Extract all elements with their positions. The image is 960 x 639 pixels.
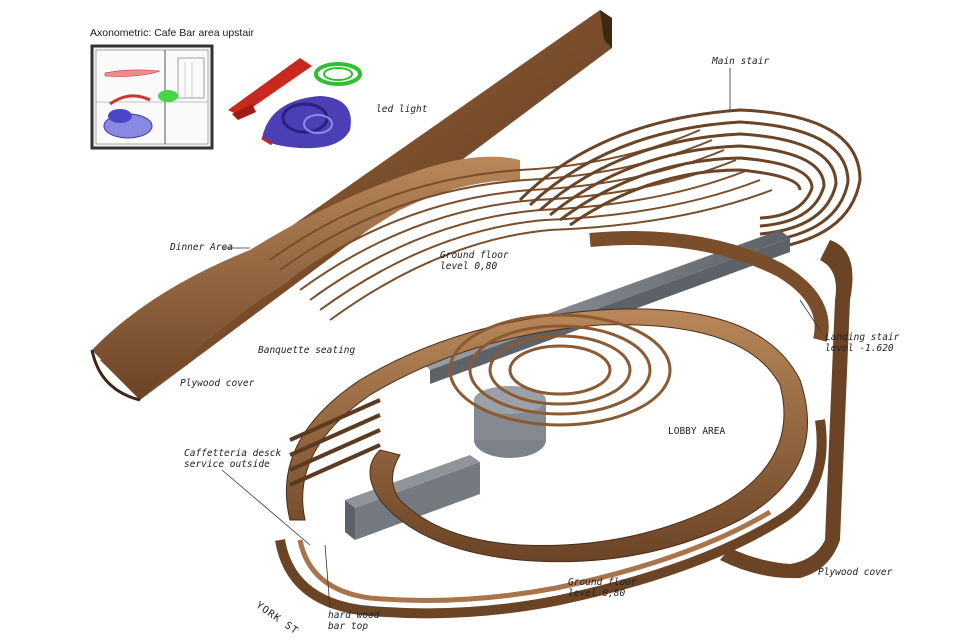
label-main-stair: Main stair xyxy=(712,56,770,67)
label-landing-stair-line2: level -1.620 xyxy=(825,343,894,354)
drawing-title: Axonometric: Cafe Bar area upstair xyxy=(90,27,254,39)
dinner-area-ribbon xyxy=(90,156,520,402)
label-banquette: Banquette seating xyxy=(258,345,356,356)
label-hardwood-line1: hard wood xyxy=(328,610,380,621)
label-ground-floor-upper-line1: Ground floor xyxy=(440,250,509,261)
main-stair xyxy=(518,108,862,252)
label-hardwood-line2: bar top xyxy=(328,621,369,632)
label-ground-floor-upper: Ground floor level 0,80 xyxy=(440,250,509,272)
label-ground-floor-lower-line1: Ground floor xyxy=(568,577,637,588)
label-plywood-left: Plywood cover xyxy=(180,378,255,389)
inset-color-model xyxy=(228,58,362,149)
label-ground-floor-upper-line2: level 0,80 xyxy=(440,261,498,272)
label-dinner-area: Dinner Area xyxy=(170,242,233,253)
label-ground-floor-lower: Ground floor level 0,80 xyxy=(568,577,637,599)
label-caffetteria-line1: Caffetteria desck xyxy=(184,448,282,459)
inner-rings xyxy=(448,313,672,427)
label-lobby: LOBBY AREA xyxy=(668,426,726,437)
label-caffetteria: Caffetteria desck service outside xyxy=(184,448,281,470)
label-hardwood: hard wood bar top xyxy=(328,610,379,632)
inset-floor-plan xyxy=(90,44,214,150)
label-landing-stair: Landing stair level -1.620 xyxy=(825,332,899,354)
label-ground-floor-lower-line2: level 0,80 xyxy=(568,588,626,599)
label-plywood-right: Plywood cover xyxy=(818,567,893,578)
label-led-light: led light xyxy=(376,104,428,115)
label-caffetteria-line2: service outside xyxy=(184,459,270,470)
bar-slats xyxy=(289,398,381,487)
steel-beams xyxy=(345,230,790,540)
lobby-loop xyxy=(275,231,853,619)
label-landing-stair-line1: Landing stair xyxy=(825,332,900,343)
leader-lines xyxy=(221,68,821,609)
